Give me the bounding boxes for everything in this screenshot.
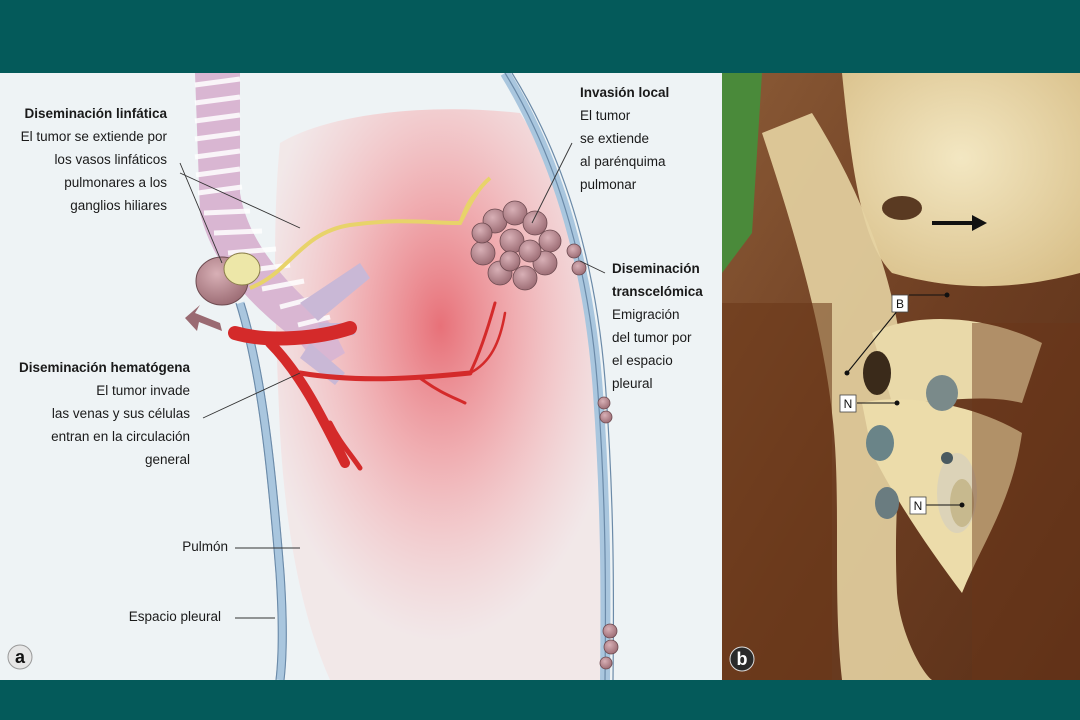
transcoelomic-line: pleural	[612, 376, 653, 391]
hematogenous-line: general	[145, 452, 190, 467]
local-title: Invasión local	[580, 85, 669, 100]
hematogenous-line: El tumor invade	[96, 383, 190, 398]
lymphatic-line: ganglios hiliares	[70, 198, 167, 213]
tag-bronchus: B	[896, 297, 904, 311]
pulmonary-vein	[228, 301, 507, 471]
pleural-space-label: Espacio pleural	[129, 609, 221, 624]
tag-node: N	[914, 499, 923, 513]
hematogenous-line: las venas y sus células	[52, 406, 190, 421]
lymphatic-title: Diseminación linfática	[24, 106, 167, 121]
lymphatic-line: los vasos linfáticos	[54, 152, 167, 167]
lymphatic-line: El tumor se extiende por	[21, 129, 168, 144]
lymphatic-vessel	[249, 176, 492, 290]
pleura-inner	[235, 301, 287, 680]
tumor-cluster	[470, 200, 562, 291]
diagram-panel-a: Diseminación linfática El tumor se extie…	[0, 73, 722, 680]
specimen-photo: B N N b	[722, 73, 1080, 680]
local-line: al parénquima	[580, 154, 666, 169]
hematogenous-line: entran en la circulación	[51, 429, 190, 444]
lung-spread-diagram: Diseminación linfática El tumor se extie…	[7, 73, 703, 680]
transcoelomic-title: Diseminación	[612, 261, 700, 276]
transcoelomic-title: transcelómica	[612, 284, 703, 299]
lymphatic-line: pulmonares a los	[64, 175, 167, 190]
transcoelomic-line: Emigración	[612, 307, 680, 322]
local-line: El tumor	[580, 108, 631, 123]
local-line: pulmonar	[580, 177, 637, 192]
transcoelomic-line: del tumor por	[612, 330, 692, 345]
hematogenous-title: Diseminación hematógena	[19, 360, 191, 375]
local-line: se extiende	[580, 131, 649, 146]
panel-letter-a: a	[15, 647, 26, 667]
arrow-icon	[932, 215, 987, 231]
tag-node: N	[844, 397, 853, 411]
specimen-photo-panel-b: B N N b	[722, 73, 1080, 680]
spread-arrow	[185, 305, 222, 331]
pleural-nodules	[566, 243, 619, 670]
bottom-bar	[0, 680, 1080, 720]
panel-letter-b: b	[737, 649, 748, 669]
lung-label: Pulmón	[182, 539, 228, 554]
transcoelomic-line: el espacio	[612, 353, 673, 368]
